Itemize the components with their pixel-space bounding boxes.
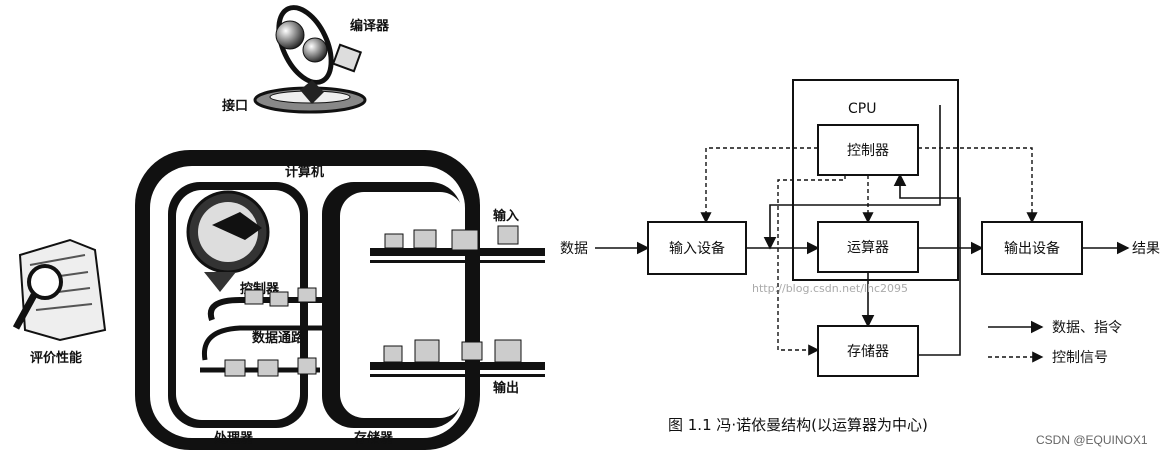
compiler-icon [275,5,363,85]
computer-label: 计算机 [285,164,324,180]
figure-caption: 图 1.1 冯·诺依曼结构(以运算器为中心) [668,416,928,434]
result-label: 结果 [1132,241,1160,257]
interface-icon [253,80,367,114]
cpu-label: CPU [848,101,876,117]
memory-box [817,325,919,377]
legend-solid-label: 数据、指令 [1052,320,1122,336]
input-device-label: 输入设备 [669,240,725,257]
datapath-label: 数据通路 [252,330,305,346]
output-device-box [981,221,1083,275]
url-watermark: http://blog.csdn.net/lhc2095 [752,282,908,295]
data-paths [595,105,1130,356]
memory-box-label: 存储器 [847,344,889,360]
output-label: 输出 [493,380,519,396]
csdn-watermark: CSDN @EQUINOX1 [1036,433,1148,447]
control-paths [700,147,1038,356]
memory-label: 存储器 [354,430,394,446]
input-label: 输入 [493,208,519,224]
output-device-label: 输出设备 [1004,240,1060,257]
controller-label: 控制器 [847,143,889,159]
performance-label: 评价性能 [30,350,82,366]
legend-dashed-label: 控制信号 [1052,350,1108,366]
datapath-belt [200,287,345,377]
von-neumann-diagram: CPU 控制器 运算器 存储器 输入设备 输出设备 数据 结果 h [560,79,1160,434]
computer-illustration: 编译器 接口 计算机 控制器 数据通路 处理器 [12,5,545,450]
alu-label: 运算器 [847,240,889,256]
data-in-label: 数据 [560,241,588,257]
controller-box [817,124,919,176]
output-belt [370,339,545,377]
magnifier-icon [12,238,107,342]
legend: 数据、指令 控制信号 [988,320,1122,366]
compiler-label: 编译器 [350,18,390,34]
input-device-box [647,221,747,275]
input-belt [370,225,545,263]
processor-label: 处理器 [213,430,254,446]
interface-label: 接口 [222,98,248,114]
alu-box [817,221,919,273]
